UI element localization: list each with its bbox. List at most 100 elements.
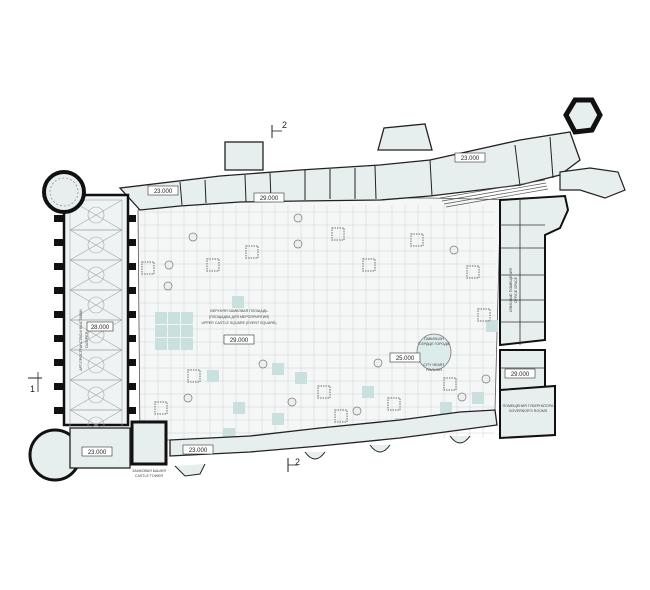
svg-text:29.000: 29.000 xyxy=(511,372,530,378)
dark-tile xyxy=(443,377,457,391)
svg-text:(ПЛОЩАДКА ДЛЯ МЕРОПРИЯТИЙ): (ПЛОЩАДКА ДЛЯ МЕРОПРИЯТИЙ) xyxy=(209,315,269,319)
svg-text:29.000: 29.000 xyxy=(260,196,279,202)
svg-text:28.000: 28.000 xyxy=(91,325,110,331)
dark-tile xyxy=(477,308,491,322)
vault-ring xyxy=(87,206,105,224)
vault-rib xyxy=(69,229,123,261)
northeast-tower xyxy=(559,97,626,199)
teal-tile xyxy=(155,312,167,324)
vault-rib xyxy=(69,349,123,381)
vault-rib xyxy=(69,259,123,291)
paving-accents xyxy=(141,213,498,440)
tree-pit xyxy=(164,260,174,270)
teal-tile xyxy=(233,402,245,414)
west-gallery xyxy=(54,193,136,441)
vault-ring xyxy=(87,266,105,284)
teal-tile xyxy=(168,338,180,350)
teal-tile xyxy=(181,312,193,324)
teal-tile xyxy=(272,363,284,375)
dark-tile xyxy=(466,265,480,279)
tree-pit xyxy=(163,281,173,291)
south-bastions xyxy=(174,435,471,477)
svg-text:АРТ-ПРОСТРАНСТВО И ВЫСТАВКИ: АРТ-ПРОСТРАНСТВО И ВЫСТАВКИ xyxy=(79,309,83,371)
teal-tile xyxy=(440,402,452,414)
svg-text:2: 2 xyxy=(282,120,287,130)
tree-pit xyxy=(287,397,297,407)
vault-rib xyxy=(69,289,123,321)
svg-text:ПОМЕЩЕНИЯ ГУБЕРНАТОРА: ПОМЕЩЕНИЯ ГУБЕРНАТОРА xyxy=(503,404,554,408)
courtyard xyxy=(137,197,521,441)
vault-rib xyxy=(69,199,123,231)
tree-pit xyxy=(481,374,491,384)
buttress xyxy=(128,359,136,366)
dark-tile xyxy=(362,258,376,272)
east-office-block xyxy=(499,194,570,440)
teal-tile xyxy=(155,338,167,350)
buttress xyxy=(128,335,136,342)
stairs-northeast xyxy=(439,179,549,208)
dark-tile xyxy=(206,258,220,272)
dark-tile xyxy=(334,409,348,423)
buttress xyxy=(54,215,64,222)
teal-tile xyxy=(181,338,193,350)
tree-pit xyxy=(293,213,303,223)
dark-tile xyxy=(317,385,331,399)
east-office-partitions xyxy=(500,200,545,369)
svg-text:ОФИСНЫЕ ПОМЕЩЕНИЯ: ОФИСНЫЕ ПОМЕЩЕНИЯ xyxy=(509,268,513,313)
teal-tile xyxy=(486,320,498,332)
north-gallery xyxy=(118,123,581,211)
dark-tile xyxy=(410,233,424,247)
svg-text:ГАЛЕРЕЯ: ГАЛЕРЕЯ xyxy=(85,331,89,348)
vault-ring xyxy=(87,236,105,254)
svg-text:23.000: 23.000 xyxy=(189,448,208,454)
buttress xyxy=(128,239,136,246)
elevation-marks: 23.000 29.000 23.000 28.000 29.000 25.00… xyxy=(81,152,536,457)
svg-text:ЗАМКОВАЯ БАШНЯ: ЗАМКОВАЯ БАШНЯ xyxy=(132,469,166,473)
dark-tile xyxy=(245,245,259,259)
svg-text:2: 2 xyxy=(295,457,300,467)
vault-rib xyxy=(69,319,123,351)
tree-pit xyxy=(457,392,467,402)
teal-tile xyxy=(168,312,180,324)
tree-pit xyxy=(293,239,303,249)
northwest-tower xyxy=(42,170,86,214)
teal-tile xyxy=(207,370,219,382)
tree-pit xyxy=(373,358,383,368)
teal-tile xyxy=(168,325,180,337)
svg-text:25.000: 25.000 xyxy=(396,356,415,362)
buttress xyxy=(54,239,64,246)
svg-text:ВЕРХНЯЯ ЗАМКОВАЯ ПЛОЩАДЬ: ВЕРХНЯЯ ЗАМКОВАЯ ПЛОЩАДЬ xyxy=(210,309,268,313)
svg-text:ПАВИЛЬОН: ПАВИЛЬОН xyxy=(424,337,444,341)
buttress xyxy=(128,407,136,414)
section-mark-top: 2 xyxy=(271,120,287,138)
svg-text:PAVILION: PAVILION xyxy=(426,368,442,372)
buttress xyxy=(128,263,136,270)
buttress xyxy=(54,335,64,342)
buttress xyxy=(54,311,64,318)
city-heart-pavilion xyxy=(416,333,452,371)
section-mark-bottom: 2 xyxy=(287,457,300,472)
tree-pit xyxy=(449,245,459,255)
tree-pit xyxy=(183,393,193,403)
svg-text:23.000: 23.000 xyxy=(461,156,480,162)
buttress xyxy=(128,383,136,390)
svg-text:23.000: 23.000 xyxy=(154,189,173,195)
svg-text:23.000: 23.000 xyxy=(88,450,107,456)
buttress xyxy=(128,215,136,222)
svg-text:UPPER CASTLE SQUARE (EVENT SQU: UPPER CASTLE SQUARE (EVENT SQUARE) xyxy=(201,321,276,325)
teal-tile xyxy=(155,325,167,337)
vault-ring xyxy=(87,386,105,404)
dark-tile xyxy=(141,261,155,275)
buttress xyxy=(54,263,64,270)
buttress xyxy=(128,311,136,318)
buttress xyxy=(128,287,136,294)
buttress xyxy=(54,383,64,390)
buttress xyxy=(54,287,64,294)
dark-tile xyxy=(187,369,201,383)
tree-pit xyxy=(188,232,198,242)
teal-tile xyxy=(472,392,484,404)
tree-pit xyxy=(352,406,362,416)
svg-text:1: 1 xyxy=(30,384,35,394)
dark-tile xyxy=(387,397,401,411)
svg-text:CASTLE TOWER: CASTLE TOWER xyxy=(135,474,164,478)
